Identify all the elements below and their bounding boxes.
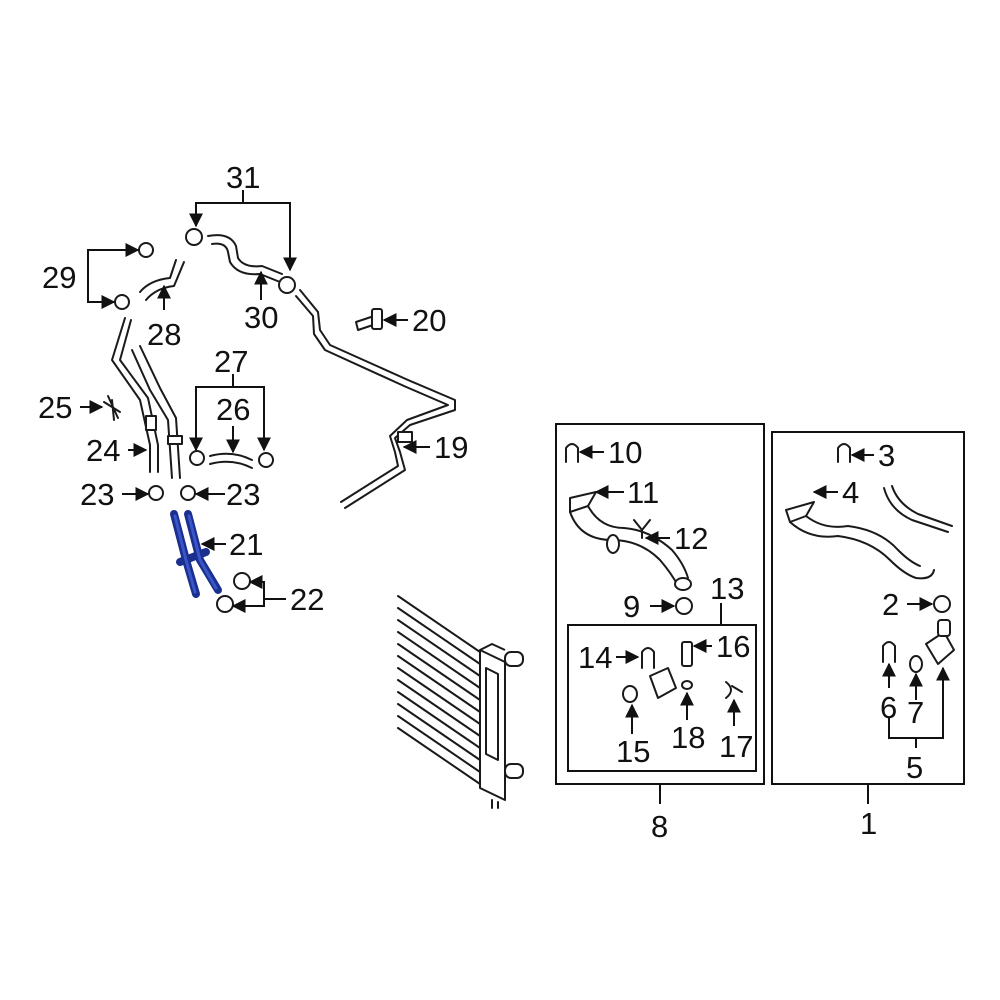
callout-21: 21: [229, 527, 263, 562]
callout-23-right: 23: [226, 477, 260, 512]
hose-30: [185, 228, 296, 294]
clamp-2: [933, 595, 951, 613]
clip-10: [565, 443, 579, 463]
callout-28: 28: [147, 317, 181, 352]
assembly-box-13: [567, 624, 757, 772]
callout-labels: 31 30 29 28 27 26 25 24 23 23 21 22 20 1…: [38, 160, 924, 844]
callout-5: 5: [906, 750, 923, 785]
clip-3: [837, 443, 851, 463]
radiator: [397, 595, 524, 809]
clip-6: [882, 641, 896, 663]
callout-11: 11: [627, 475, 659, 510]
hose-21-highlighted: [170, 510, 222, 598]
clip-12: [633, 519, 651, 539]
callout-6: 6: [880, 690, 897, 725]
leader-lines: [80, 190, 950, 804]
callout-16: 16: [716, 629, 750, 664]
callout-12: 12: [674, 521, 708, 556]
seal-18: [681, 680, 693, 690]
callout-9: 9: [623, 589, 640, 624]
sensor-16: [681, 641, 693, 667]
hose-26: [189, 450, 274, 469]
clip-14: [641, 647, 655, 669]
callout-8: 8: [651, 809, 668, 844]
callout-4: 4: [842, 475, 859, 510]
clamps-23: [148, 485, 196, 501]
hose-11: [569, 491, 692, 591]
clip-17: [725, 681, 743, 699]
callout-7: 7: [907, 695, 924, 730]
callout-10: 10: [608, 435, 642, 470]
clamp-9: [675, 597, 693, 615]
callout-19: 19: [434, 430, 468, 465]
callout-25: 25: [38, 390, 72, 425]
callout-20: 20: [412, 303, 446, 338]
callout-2: 2: [882, 587, 899, 622]
callout-14: 14: [578, 640, 612, 675]
hose-28: [114, 242, 185, 310]
callout-30: 30: [244, 300, 278, 335]
callout-24: 24: [86, 433, 120, 468]
fitting-5: [925, 619, 955, 665]
coolant-pipe-19: [295, 289, 456, 509]
clamps-22: [216, 572, 251, 613]
callout-1: 1: [860, 806, 877, 841]
bolt-20: [355, 308, 383, 331]
seal-7: [909, 655, 923, 673]
pipe-24: [111, 317, 183, 479]
callout-18: 18: [671, 720, 705, 755]
callout-23-left: 23: [80, 477, 114, 512]
callout-26: 26: [216, 392, 250, 427]
callout-3: 3: [878, 438, 895, 473]
callout-29: 29: [42, 260, 76, 295]
fitting-15: [622, 667, 677, 703]
callout-27: 27: [214, 344, 248, 379]
fitting-25: [103, 395, 121, 421]
callout-17: 17: [719, 729, 753, 764]
hose-4: [785, 485, 953, 580]
callout-13: 13: [710, 571, 744, 606]
callout-22: 22: [290, 582, 324, 617]
callout-31: 31: [226, 160, 260, 195]
callout-15: 15: [616, 734, 650, 769]
